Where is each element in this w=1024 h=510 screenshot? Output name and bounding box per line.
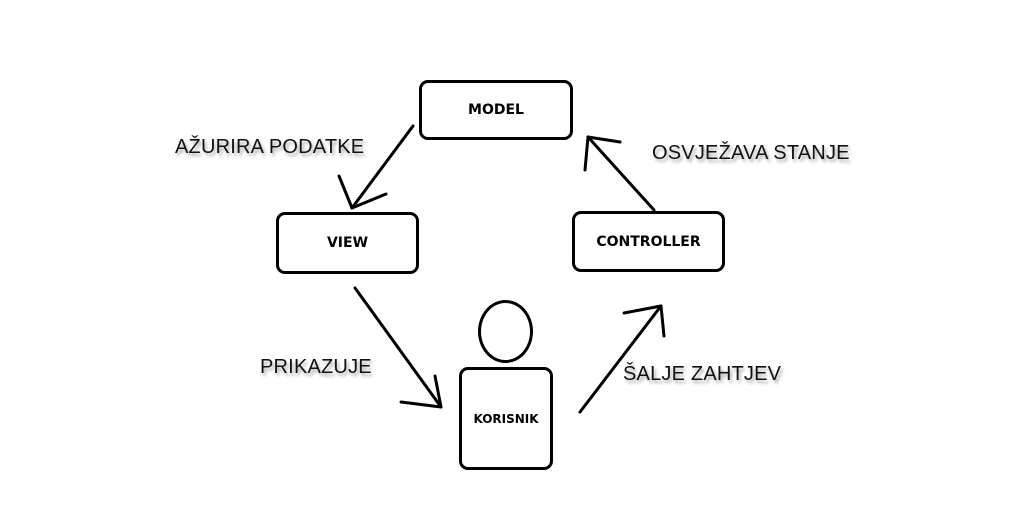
arrow-model-to-view (337, 124, 415, 210)
view-box: VIEW (276, 212, 419, 274)
label-model-to-view: AŽURIRA PODATKE (175, 136, 365, 158)
model-box: MODEL (419, 80, 573, 140)
label-view-to-user: PRIKAZUJE (260, 356, 372, 378)
label-controller-to-model: OSVJEŽAVA STANJE (652, 142, 850, 164)
controller-label: CONTROLLER (596, 233, 701, 250)
controller-box: CONTROLLER (572, 211, 725, 272)
view-label: VIEW (326, 235, 369, 251)
model-label: MODEL (468, 102, 524, 118)
arrow-user-to-controller (578, 304, 666, 414)
user-label: KORISNIK (473, 411, 539, 426)
label-user-to-controller: ŠALJE ZAHTJEV (623, 363, 782, 385)
user-head-circle (478, 300, 533, 363)
arrow-controller-to-model (583, 135, 656, 212)
user-box: KORISNIK (459, 367, 553, 470)
arrow-view-to-user (353, 286, 443, 409)
